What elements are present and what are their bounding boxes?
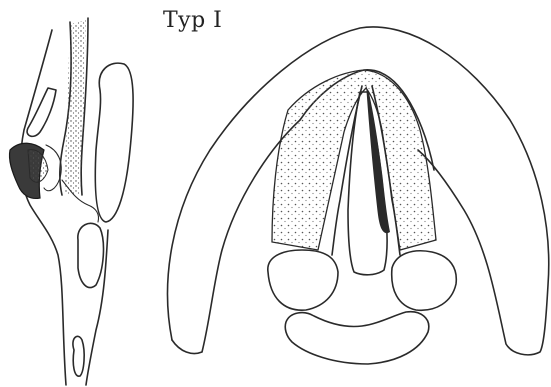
sagittal-outline — [21, 30, 66, 385]
hyoid-oval — [95, 63, 133, 222]
laryngoscopic-view — [168, 27, 549, 364]
sagittal-section — [9, 18, 133, 385]
interarytenoid-crescent — [285, 312, 429, 364]
cartilage-band — [64, 20, 86, 195]
arytenoid-left — [268, 250, 338, 310]
ventricular-fold-area — [272, 70, 436, 250]
trachea-ring — [73, 336, 84, 376]
epiglottis — [27, 88, 56, 136]
arytenoid-right — [392, 251, 457, 310]
lower-oval — [78, 223, 104, 287]
